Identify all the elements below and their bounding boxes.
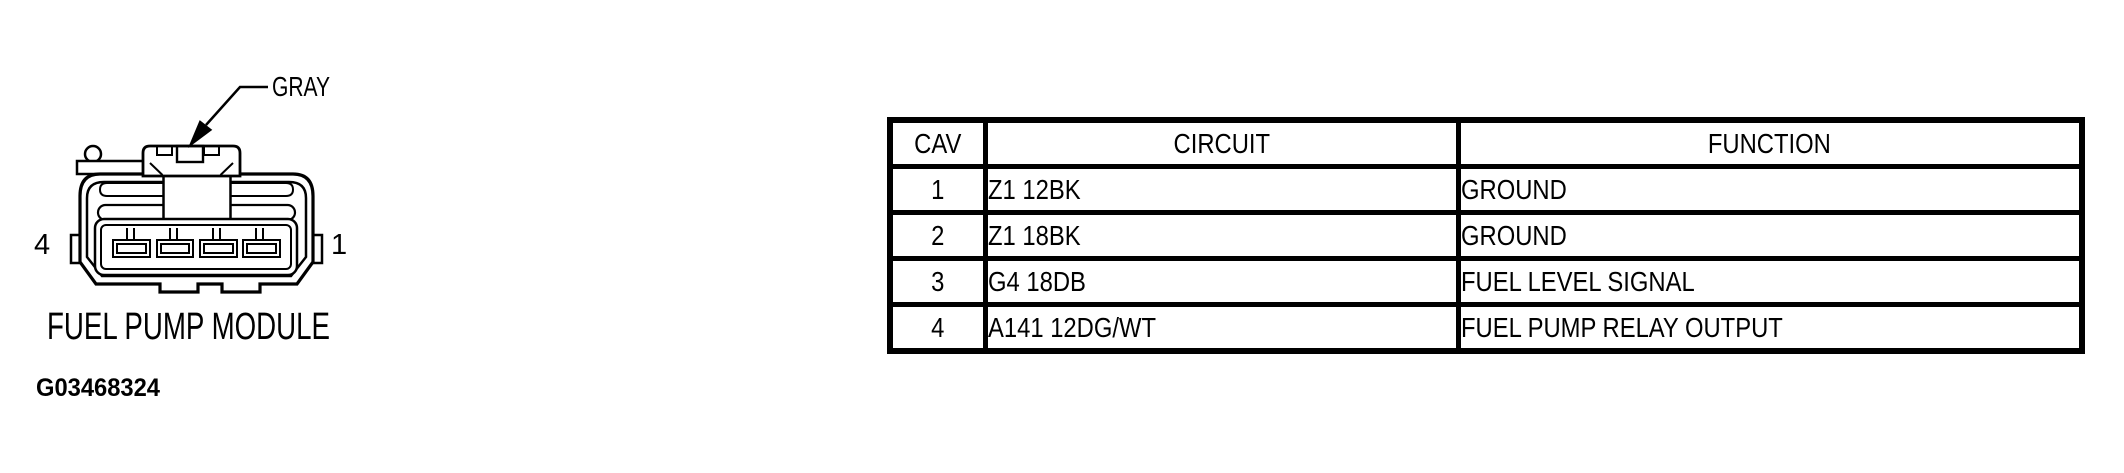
cell-function-1: GROUND (1455, 164, 2085, 215)
connector-inner-outline (85, 180, 308, 278)
cell-cav-4: 4 (887, 302, 988, 354)
header-cell-function: FUNCTION (1455, 117, 2085, 169)
terminal-pins (112, 239, 281, 258)
gray-leader-line (205, 85, 268, 126)
function-value: FUEL LEVEL SIGNAL (1460, 265, 1695, 297)
function-value: FUEL PUMP RELAY OUTPUT (1460, 311, 1783, 343)
connector-latch-channel (162, 176, 232, 219)
connector-seal-slot-left (98, 182, 165, 197)
connector-caption: FUEL PUMP MODULE (47, 306, 330, 348)
fuel-pump-connector-diagram: GRAY 4 1 FUEL PUMP MODULE G03468324 (34, 71, 347, 402)
cell-circuit-3: G4 18DB (982, 256, 1461, 307)
connector-seal-slot-right (228, 182, 295, 197)
header-cell-circuit: CIRCUIT (982, 117, 1461, 169)
table-row: 3 G4 18DB FUEL LEVEL SIGNAL (887, 256, 2085, 307)
cell-function-3: FUEL LEVEL SIGNAL (1455, 256, 2085, 307)
header-label-circuit: CIRCUIT (1173, 127, 1270, 159)
circuit-value: Z1 12BK (987, 173, 1081, 205)
terminal-ticks (126, 228, 264, 239)
cell-circuit-2: Z1 18BK (982, 210, 1461, 261)
connector-vent-ledge (75, 159, 147, 176)
cell-cav-2: 2 (887, 210, 988, 261)
cell-function-4: FUEL PUMP RELAY OUTPUT (1455, 302, 2085, 354)
connector-vent-bump (83, 144, 103, 164)
circuit-value: G4 18DB (987, 265, 1086, 297)
figure-id: G03468324 (36, 374, 160, 402)
table-row: 2 Z1 18BK GROUND (887, 210, 2085, 261)
header-cell-cav: CAV (887, 117, 988, 169)
pinout-table: CAV CIRCUIT FUNCTION 1 Z1 12BK GROUND 2 … (887, 117, 2085, 354)
cell-circuit-4: A141 12DG/WT (982, 302, 1461, 354)
gray-leader-arrowhead (188, 120, 213, 148)
table-row: 1 Z1 12BK GROUND (887, 164, 2085, 215)
pin-4-label: 4 (34, 229, 50, 261)
connector-color-label: GRAY (272, 71, 330, 102)
terminal-housing-inner (100, 224, 292, 270)
header-label-function: FUNCTION (1708, 127, 1832, 159)
cell-circuit-1: Z1 12BK (982, 164, 1461, 215)
circuit-value: A141 12DG/WT (987, 311, 1156, 343)
cav-value: 2 (931, 219, 945, 251)
function-value: GROUND (1460, 219, 1567, 251)
cell-function-2: GROUND (1455, 210, 2085, 261)
pin-1-label: 1 (331, 229, 347, 261)
cell-cav-3: 3 (887, 256, 988, 307)
table-row: 4 A141 12DG/WT FUEL PUMP RELAY OUTPUT (887, 302, 2085, 354)
terminal-housing-outer (93, 217, 299, 277)
cav-value: 1 (931, 173, 945, 205)
table-header-row: CAV CIRCUIT FUNCTION (887, 117, 2085, 169)
cav-value: 4 (931, 311, 945, 343)
function-value: GROUND (1460, 173, 1567, 205)
header-label-cav: CAV (914, 127, 962, 159)
cell-cav-1: 1 (887, 164, 988, 215)
circuit-value: Z1 18BK (987, 219, 1081, 251)
cav-value: 3 (931, 265, 945, 297)
